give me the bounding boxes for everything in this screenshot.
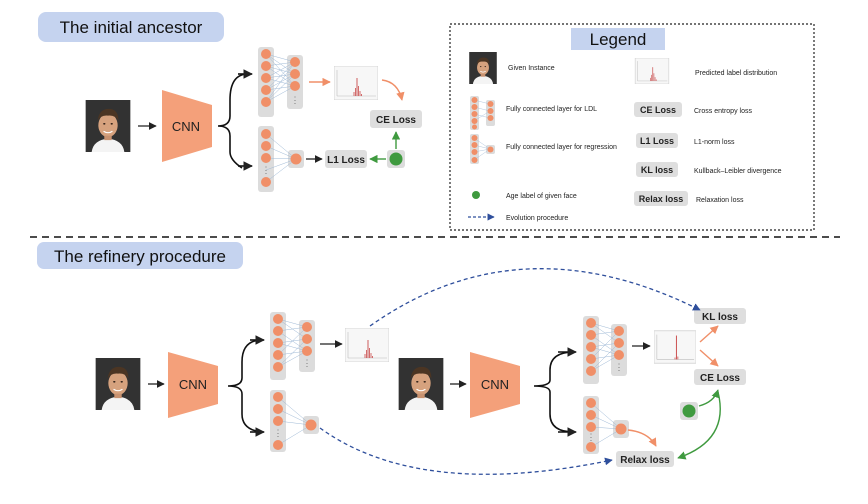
legend-l1-box xyxy=(636,133,678,148)
svg-text:⋮: ⋮ xyxy=(615,362,624,372)
svg-text:⋮: ⋮ xyxy=(274,428,283,438)
legend-title: Legend xyxy=(590,30,647,49)
ce-loss-box-right xyxy=(694,369,746,385)
l1-loss-label: L1 Loss xyxy=(327,155,365,166)
refinery-title-badge xyxy=(37,242,243,269)
regression-fc-layer-left: ⋮ xyxy=(270,390,319,452)
predicted-distribution-left xyxy=(345,328,389,362)
kl-loss-label: KL loss xyxy=(702,312,738,323)
age-to-relax-arrow xyxy=(677,391,721,460)
ce-loss-box xyxy=(370,110,422,128)
legend-predicted-distribution: Predicted label distribution xyxy=(695,70,777,77)
legend-l1-desc: L1-norm loss xyxy=(694,139,735,146)
legend-instance-icon xyxy=(468,52,498,84)
branch-brace xyxy=(217,73,249,169)
branch-brace-left xyxy=(227,339,263,433)
reg-to-relax-arrow xyxy=(627,429,657,447)
legend-ce-key: CE Loss xyxy=(640,105,676,115)
refinery-instance-image-right xyxy=(398,358,444,410)
age-to-ce-arrow-right xyxy=(698,389,720,407)
legend-ce-box xyxy=(634,102,682,117)
age-label-node xyxy=(389,152,403,166)
svg-text:⋮: ⋮ xyxy=(587,432,596,442)
legend-relax-desc: Relaxation loss xyxy=(696,197,744,204)
legend-age-icon xyxy=(472,191,480,199)
legend-kl-desc: Kullback–Leibler divergence xyxy=(694,168,782,175)
legend-kl-box xyxy=(636,162,678,177)
legend-evolution: Evolution procedure xyxy=(506,215,568,222)
cnn-block-left xyxy=(168,352,218,418)
ldl-fc-layer-left: ⋮ xyxy=(270,312,315,380)
cnn-block-right xyxy=(470,352,520,418)
legend-relax-key: Relax loss xyxy=(639,194,684,204)
refinery-instance-image-left xyxy=(95,358,141,410)
ce-loss-label: CE Loss xyxy=(376,115,416,126)
predicted-distribution xyxy=(334,66,378,100)
legend-l1-key: L1 Loss xyxy=(640,136,674,146)
legend-fc-regression: Fully connected layer for regression xyxy=(506,144,617,151)
relax-loss-label: Relax loss xyxy=(620,455,670,466)
legend-given-instance: Given Instance xyxy=(508,65,555,72)
svg-text:⋮: ⋮ xyxy=(291,95,300,105)
branch-brace-right xyxy=(533,351,575,433)
ldl-fc-layer-right: ⋮ xyxy=(583,316,627,384)
legend-kl-key: KL loss xyxy=(641,165,673,175)
cnn-label-left: CNN xyxy=(179,377,207,392)
legend-distribution-icon xyxy=(634,58,670,84)
svg-text:⋮: ⋮ xyxy=(303,358,312,368)
svg-text:⋮: ⋮ xyxy=(262,165,271,175)
ancestor-section: The initial ancestor CNN ⋮ xyxy=(38,12,422,192)
given-instance-image xyxy=(85,100,131,152)
refinery-title: The refinery procedure xyxy=(54,247,226,266)
evolution-arrow-regression xyxy=(319,427,613,475)
legend-ldl-icon xyxy=(470,96,495,130)
age-label-node-right xyxy=(682,404,696,418)
predicted-distribution-right xyxy=(654,330,696,364)
evolution-arrow-distribution xyxy=(369,268,701,327)
dist-to-ce-arrow-right xyxy=(699,349,719,367)
cnn-label-right: CNN xyxy=(481,377,509,392)
legend-frame xyxy=(449,23,815,231)
ce-loss-label-right: CE Loss xyxy=(700,373,740,384)
cnn-block xyxy=(162,90,212,162)
ldl-fc-layer: ⋮ xyxy=(258,47,303,117)
regression-fc-layer-right: ⋮ xyxy=(583,396,629,454)
refinery-section: The refinery procedure CNN ⋮ xyxy=(37,242,746,475)
l1-loss-box xyxy=(325,150,367,168)
regression-fc-layer: ⋮ xyxy=(258,126,304,192)
legend-title-badge xyxy=(571,28,665,50)
cnn-label: CNN xyxy=(172,119,200,134)
ancestor-title: The initial ancestor xyxy=(60,18,203,37)
legend: Legend Given Instance Predicted label di… xyxy=(449,23,815,231)
kl-loss-box xyxy=(694,308,746,324)
ancestor-title-badge xyxy=(38,12,224,42)
dist-to-kl-arrow xyxy=(699,325,719,343)
relax-loss-box xyxy=(616,451,674,467)
legend-regression-icon xyxy=(470,134,495,164)
legend-age-label: Age label of given face xyxy=(506,193,577,200)
dist-to-ce-arrow xyxy=(381,79,405,101)
legend-ce-desc: Cross entropy loss xyxy=(694,108,752,115)
legend-relax-box xyxy=(634,191,688,206)
legend-fc-ldl: Fully connected layer for LDL xyxy=(506,106,597,113)
